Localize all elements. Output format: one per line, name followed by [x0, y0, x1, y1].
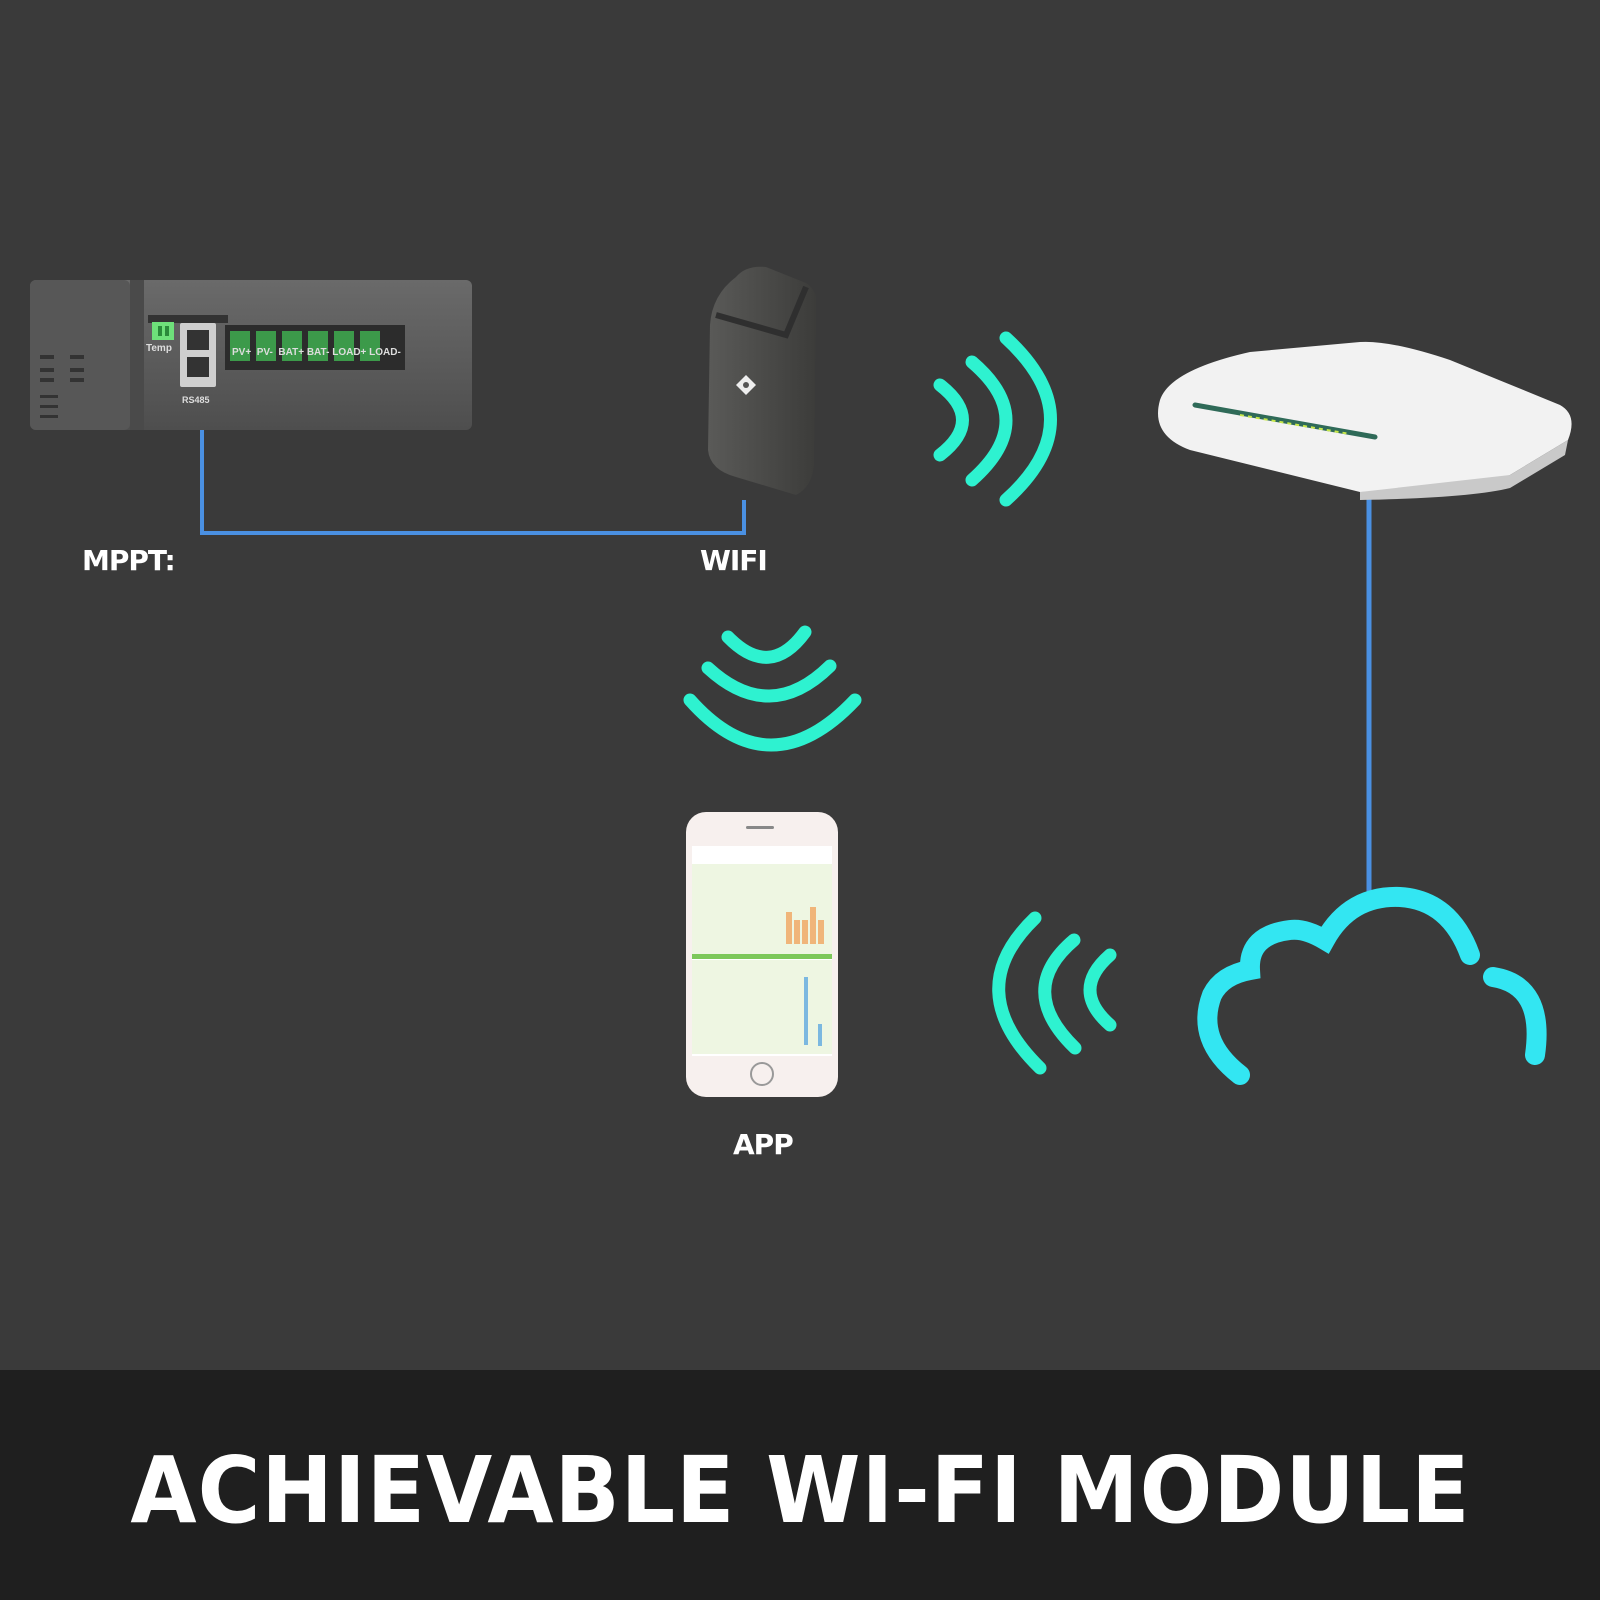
signal-waves-left-icon — [992, 911, 1117, 1075]
wifi-module-icon — [708, 266, 817, 495]
wifi-label: WIFI — [700, 544, 768, 577]
mppt-label: MPPT: — [82, 544, 176, 577]
rs485-cable — [200, 352, 746, 535]
terminal-labels: PV+ PV- BAT+ BAT- LOAD+ LOAD- — [232, 347, 401, 358]
diagram-canvas: Temp RS485 PV+ PV- BAT+ BAT- LOAD+ LOAD- — [30, 265, 1580, 1161]
signal-waves-down-icon — [683, 625, 862, 752]
wifi-module-device — [706, 265, 818, 500]
signal-waves-right-icon — [933, 331, 1057, 507]
smartphone-app-screenshot-icon — [686, 812, 838, 1097]
footer-title: ACHIEVABLE WI-FI MODULE — [129, 1436, 1471, 1544]
temp-port-label: Temp — [146, 343, 172, 354]
smartphone-device — [686, 812, 838, 1097]
connections-layer — [200, 331, 1547, 1085]
wireless-router-icon — [1158, 341, 1572, 500]
mppt-controller-icon — [30, 280, 472, 430]
app-label: APP — [733, 1128, 794, 1161]
footer-band: ACHIEVABLE WI-FI MODULE — [0, 1370, 1600, 1600]
cloud-icon — [1197, 886, 1547, 1085]
rs485-port-label: RS485 — [182, 395, 210, 405]
mppt-controller-device: Temp RS485 PV+ PV- BAT+ BAT- LOAD+ LOAD- — [30, 275, 472, 435]
wireless-router-device — [1150, 330, 1580, 500]
